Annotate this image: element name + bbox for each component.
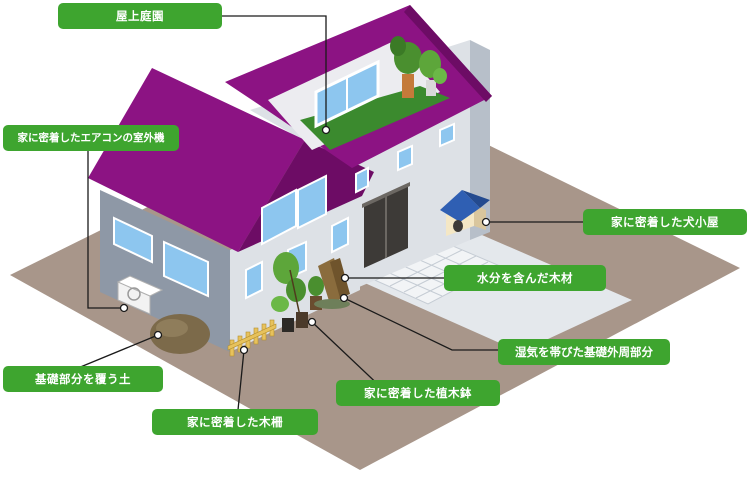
dog-house <box>440 190 490 236</box>
label-rooftop-garden: 屋上庭園 <box>58 3 222 29</box>
label-planter-pots: 家に密着した植木鉢 <box>336 380 500 406</box>
label-soil-over-foundation: 基礎部分を覆う土 <box>3 366 163 392</box>
label-outdoor-ac-unit: 家に密着したエアコンの室外機 <box>3 125 179 151</box>
wet-wood-illustration <box>314 258 350 309</box>
label-wet-wood: 水分を含んだ木材 <box>444 265 606 291</box>
wooden-fence-illustration <box>227 319 277 357</box>
front-door-frame <box>362 182 410 208</box>
label-damp-foundation: 湿気を帯びた基礎外周部分 <box>498 339 670 365</box>
label-dog-house: 家に密着した犬小屋 <box>583 209 747 235</box>
left-wing-windows <box>113 216 209 298</box>
main-roof-ridge-shade <box>404 5 492 102</box>
rear-wall-windows <box>355 122 455 194</box>
roof-garden-lawn <box>300 86 450 150</box>
rooftop-plants <box>390 36 447 98</box>
ac-unit-illustration <box>116 275 164 315</box>
label-wooden-fence: 家に密着した木柵 <box>152 409 318 435</box>
left-roof-front <box>88 68 305 252</box>
leader-endpoints <box>119 125 491 355</box>
